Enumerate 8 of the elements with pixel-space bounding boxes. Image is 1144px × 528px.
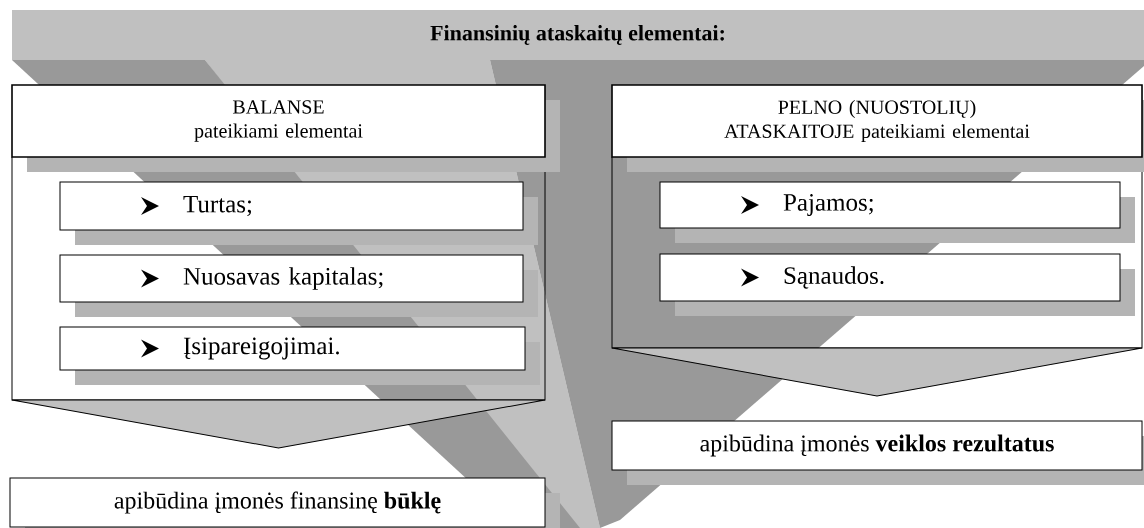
list-item-box: Pajamos;	[659, 181, 1135, 243]
list-item-box: Įsipareigojimai.	[59, 326, 540, 385]
list-item-box: Turtas;	[59, 181, 538, 245]
result-box: apibūdina įmonės veiklos rezultatus	[611, 420, 1144, 485]
title-banner: Finansinių ataskaitų elementai:	[12, 10, 1144, 60]
list-item-box: Sąnaudos.	[659, 253, 1135, 316]
list-item-box: Nuosavas kapitalas;	[59, 254, 538, 317]
result-box: apibūdina įmonės finansinę būklę	[9, 477, 560, 528]
